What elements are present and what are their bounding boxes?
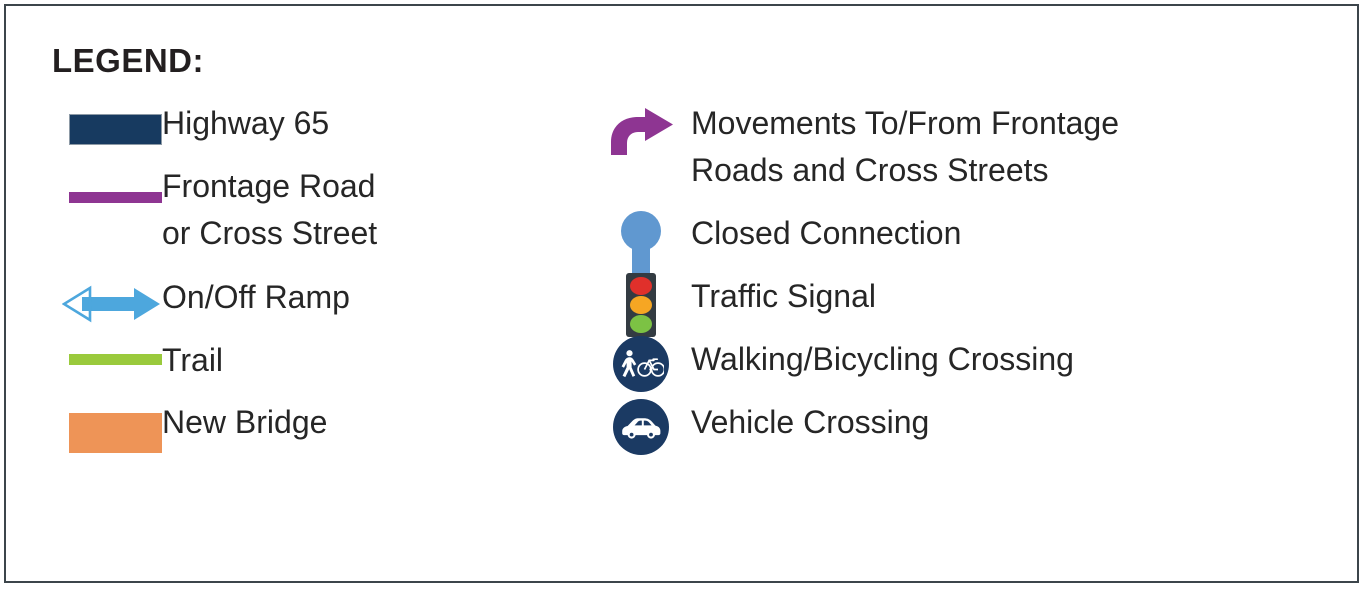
legend-item-ramp: On/Off Ramp <box>52 274 572 337</box>
walk-bike-crossing-icon <box>613 336 669 392</box>
legend-label-traffic-signal: Traffic Signal <box>691 278 876 314</box>
legend-item-bridge: New Bridge <box>52 399 572 462</box>
legend-item-traffic-signal: Traffic Signal <box>591 273 1331 337</box>
frontage-symbol-cell <box>52 163 162 203</box>
legend-column-right: Movements To/From Frontage Roads and Cro… <box>591 100 1331 461</box>
new-bridge-swatch <box>69 413 162 453</box>
legend-label-closed-connection: Closed Connection <box>691 215 962 251</box>
movements-symbol-cell <box>591 100 691 163</box>
legend-item-frontage: Frontage Road or Cross Street <box>52 163 572 274</box>
legend-label-trail: Trail <box>162 342 224 378</box>
closed-connection-icon <box>618 210 664 279</box>
legend-item-vehicle-crossing: Vehicle Crossing <box>591 399 1331 461</box>
highway-swatch <box>69 114 162 145</box>
walk-bike-symbol-cell <box>591 336 691 392</box>
movement-arrow-icon <box>605 106 677 163</box>
legend-label-bridge: New Bridge <box>162 404 328 440</box>
legend-item-closed-connection: Closed Connection <box>591 210 1331 273</box>
signal-red-bulb <box>630 276 652 295</box>
traffic-signal-icon <box>626 273 656 337</box>
vehicle-symbol-cell <box>591 399 691 455</box>
frontage-road-swatch <box>69 192 162 203</box>
trail-symbol-cell <box>52 337 162 365</box>
bridge-symbol-cell <box>52 399 162 453</box>
closed-connection-symbol-cell <box>591 210 691 279</box>
legend-label-walk-bike-crossing: Walking/Bicycling Crossing <box>691 341 1074 377</box>
legend-item-trail: Trail <box>52 337 572 399</box>
traffic-signal-symbol-cell <box>591 273 691 337</box>
legend-label-ramp: On/Off Ramp <box>162 279 350 315</box>
signal-green-bulb <box>630 315 652 334</box>
signal-amber-bulb <box>630 295 652 314</box>
legend-panel: LEGEND: Highway 65 Frontage Road or Cros… <box>4 4 1359 583</box>
legend-label-highway: Highway 65 <box>162 105 330 141</box>
legend-label-vehicle-crossing: Vehicle Crossing <box>691 404 930 440</box>
legend-item-highway: Highway 65 <box>52 100 572 163</box>
legend-item-movements: Movements To/From Frontage Roads and Cro… <box>591 100 1331 210</box>
trail-swatch <box>69 354 162 365</box>
legend-label-frontage: Frontage Road or Cross Street <box>162 168 378 251</box>
legend-item-walk-bike-crossing: Walking/Bicycling Crossing <box>591 336 1331 399</box>
ramp-arrow-icon <box>61 284 162 329</box>
vehicle-crossing-icon <box>613 399 669 455</box>
legend-label-movements: Movements To/From Frontage Roads and Cro… <box>691 105 1120 188</box>
legend-column-left: Highway 65 Frontage Road or Cross Street <box>52 100 572 462</box>
highway-symbol-cell <box>52 100 162 145</box>
ramp-symbol-cell <box>52 274 162 329</box>
legend-title: LEGEND: <box>52 42 204 79</box>
